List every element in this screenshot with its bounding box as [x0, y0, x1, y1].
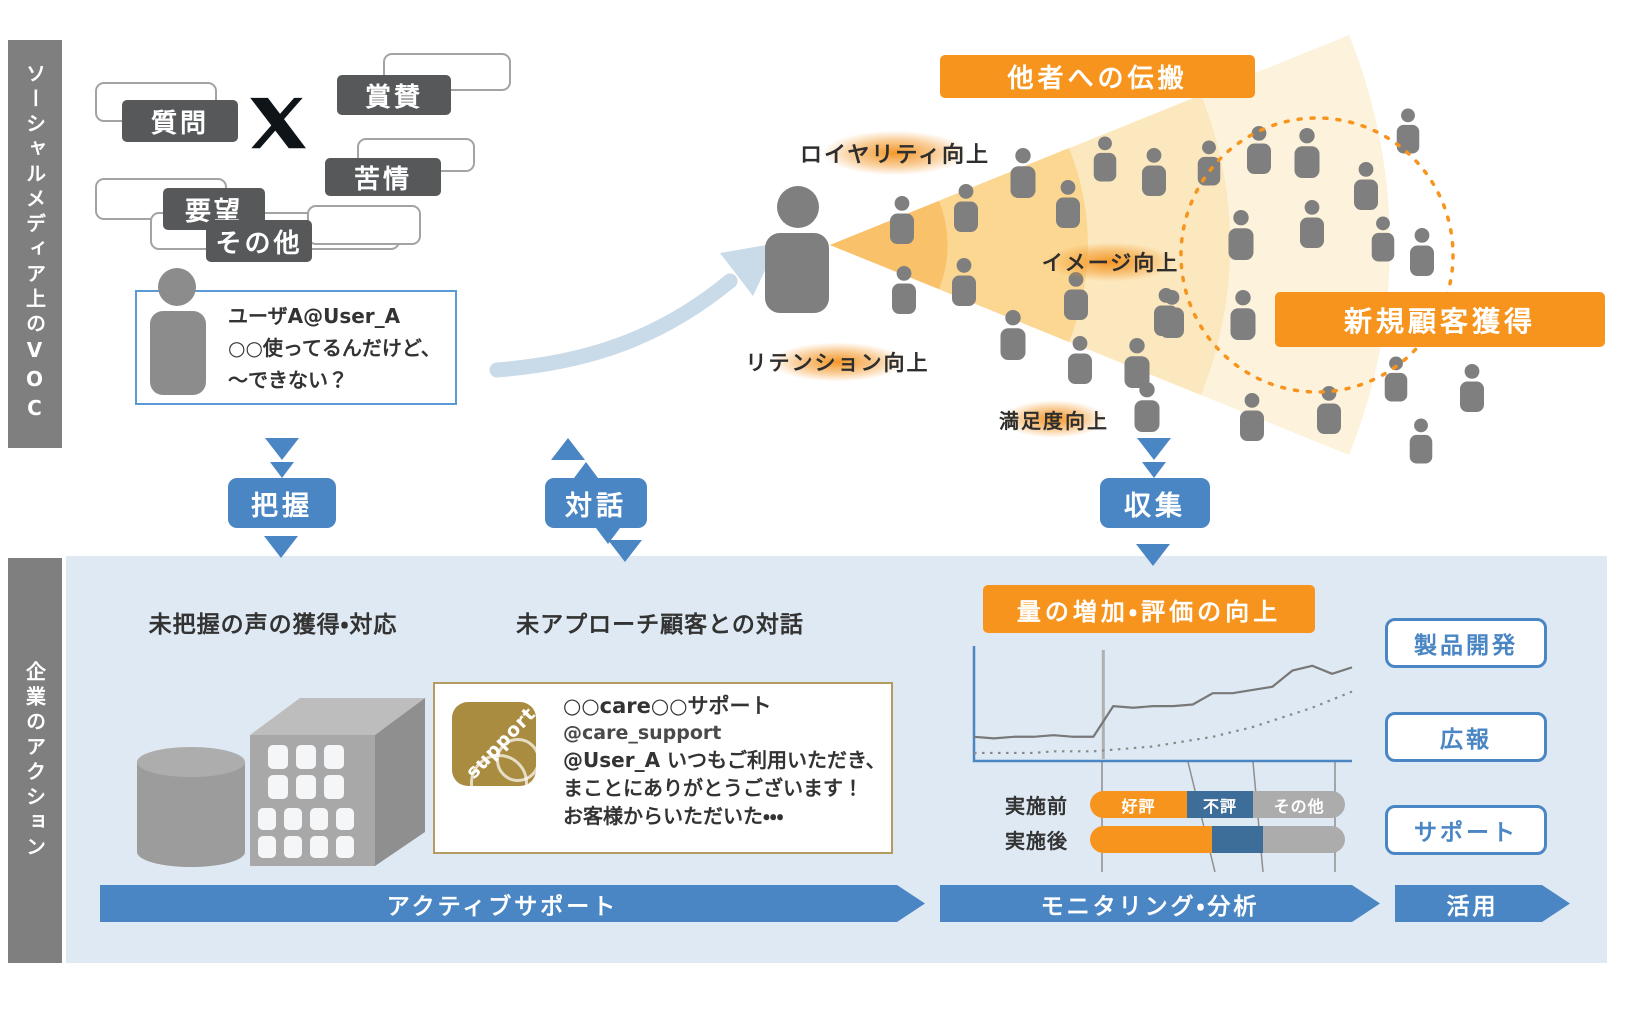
person-icon [1134, 382, 1160, 432]
trend-line-voc-volume-solid [973, 664, 1353, 740]
flow-label-collect: 収集 [1100, 478, 1210, 528]
support-post-card: support ○○care○○サポート @care_support @User… [433, 682, 893, 854]
person-icon [1154, 288, 1178, 336]
stacked-bar: 好評不評その他 [1090, 791, 1345, 818]
voc-tag-praise: 賞賛 [337, 75, 451, 115]
bar-row-label: 実施後 [1005, 829, 1068, 853]
person-icon [1142, 148, 1166, 196]
up-arrow-icon [551, 438, 585, 460]
process-arrow-utilize: 活用 [1395, 885, 1570, 922]
user-post-line1: ○○使ってるんだけど、 [228, 336, 441, 360]
person-icon [1197, 140, 1221, 186]
user-post-text: ユーザA@User_A ○○使ってるんだけど、 ～できない？ [228, 300, 441, 396]
person-icon [1068, 336, 1092, 384]
person-icon [1354, 162, 1378, 210]
dept-button-pr: 広報 [1385, 712, 1547, 762]
down-arrow-icon [265, 438, 299, 460]
person-icon [1000, 310, 1026, 360]
label-loyalty-up: ロイヤリティ向上 [790, 128, 1000, 178]
support-post-text: ○○care○○サポート @care_support @User_A いつもご利… [563, 692, 886, 830]
support-post-line2: まことにありがとうございます！ [563, 776, 863, 800]
support-post-line1: @User_A いつもご利用いただき、 [563, 748, 886, 772]
person-icon [1056, 180, 1080, 228]
person-icon [1294, 128, 1320, 178]
person-icon [954, 184, 978, 232]
flow-label-grasp: 把握 [228, 478, 336, 528]
bar-row-label: 実施前 [1005, 794, 1068, 818]
person-icon [1240, 393, 1264, 441]
voc-tag-complaint: 苦情 [325, 158, 441, 196]
sidebar-action-label: 企業のアクション [22, 660, 47, 861]
before-after-bars: 実施前好評不評その他実施後 [1005, 791, 1345, 861]
process-arrow-active-support: アクティブサポート [100, 885, 925, 922]
new-customer-banner: 新規顧客獲得 [1275, 292, 1605, 347]
voc-tag-question: 質問 [122, 100, 238, 142]
monitoring-banner: 量の増加・評価の向上 [983, 585, 1315, 633]
person-icon [952, 258, 976, 306]
support-account-id: @care_support [563, 722, 722, 744]
down-arrow-icon [1136, 544, 1170, 566]
bar-segment: その他 [1253, 791, 1345, 818]
person-icon [1317, 386, 1341, 434]
bar-row-before: 実施前好評不評その他 [1005, 791, 1345, 818]
empty-speech-bubble [307, 205, 421, 245]
down-arrow-icon [264, 536, 298, 558]
user-avatar-icon [158, 268, 196, 306]
bar-segment: 不評 [1186, 791, 1254, 818]
propagation-banner: 他者への伝搬 [940, 55, 1255, 98]
person-icon [1371, 216, 1395, 262]
voc-tag-other: その他 [206, 220, 312, 262]
new-customer-dashed-circle [1179, 116, 1455, 394]
person-icon [1409, 418, 1433, 464]
heading-unapproached-dialogue: 未アプローチ顧客との対話 [516, 612, 804, 638]
person-icon [1384, 356, 1408, 402]
person-icon [892, 266, 916, 314]
person-icon [1230, 290, 1256, 340]
label-retention-up: リテンション向上 [740, 340, 935, 384]
down-arrow-icon [1137, 438, 1171, 460]
trend-line-evaluation-dotted [974, 690, 1353, 755]
label-image-up: イメージ向上 [1018, 240, 1203, 284]
influencer-person-icon [765, 186, 829, 313]
support-account-name: ○○care○○サポート [563, 694, 772, 718]
flow-label-dialogue: 対話 [545, 478, 647, 528]
sidebar-action: 企業のアクション [8, 558, 62, 963]
support-post-line3: お客様からいただいた・・・ [563, 804, 784, 828]
heading-ungrasped-voice: 未把握の声の獲得・対応 [148, 612, 398, 638]
user-post-line2: ～できない？ [228, 368, 348, 392]
user-avatar-icon [150, 311, 206, 395]
person-icon [1160, 290, 1184, 338]
person-icon [1124, 338, 1150, 388]
bar-row-after: 実施後 [1005, 826, 1345, 853]
process-arrow-monitoring: モニタリング・分析 [940, 885, 1380, 922]
person-icon [1093, 136, 1117, 182]
x-twitter-logo-icon [250, 97, 306, 149]
label-satisfaction-up: 満足度向上 [978, 398, 1130, 440]
dept-button-product-dev: 製品開発 [1385, 618, 1547, 668]
stacked-bar [1090, 826, 1345, 853]
down-arrow-icon [1142, 462, 1166, 478]
trend-line-chart [972, 646, 1353, 763]
person-icon [1247, 126, 1271, 174]
support-avatar-icon: support [452, 702, 536, 786]
person-icon [1410, 228, 1434, 276]
down-arrow-icon [608, 540, 642, 562]
person-icon [1396, 108, 1420, 154]
bar-segment [1263, 826, 1345, 853]
person-icon [1460, 364, 1484, 412]
person-icon [1228, 210, 1254, 260]
dept-button-support: サポート [1385, 805, 1547, 855]
bar-segment: 好評 [1090, 791, 1187, 818]
spread-arrow [489, 243, 778, 378]
bar-segment [1090, 826, 1213, 853]
person-icon [1300, 200, 1324, 248]
user-post-account: ユーザA@User_A [228, 304, 401, 328]
sidebar-voc: ソーシャルメディア上のVOC [8, 40, 62, 448]
up-arrow-icon [574, 462, 598, 478]
person-icon [890, 196, 914, 244]
bar-segment [1212, 826, 1264, 853]
person-icon [1010, 148, 1036, 198]
sidebar-voc-label: ソーシャルメディア上のVOC [22, 63, 47, 425]
down-arrow-icon [270, 462, 294, 478]
